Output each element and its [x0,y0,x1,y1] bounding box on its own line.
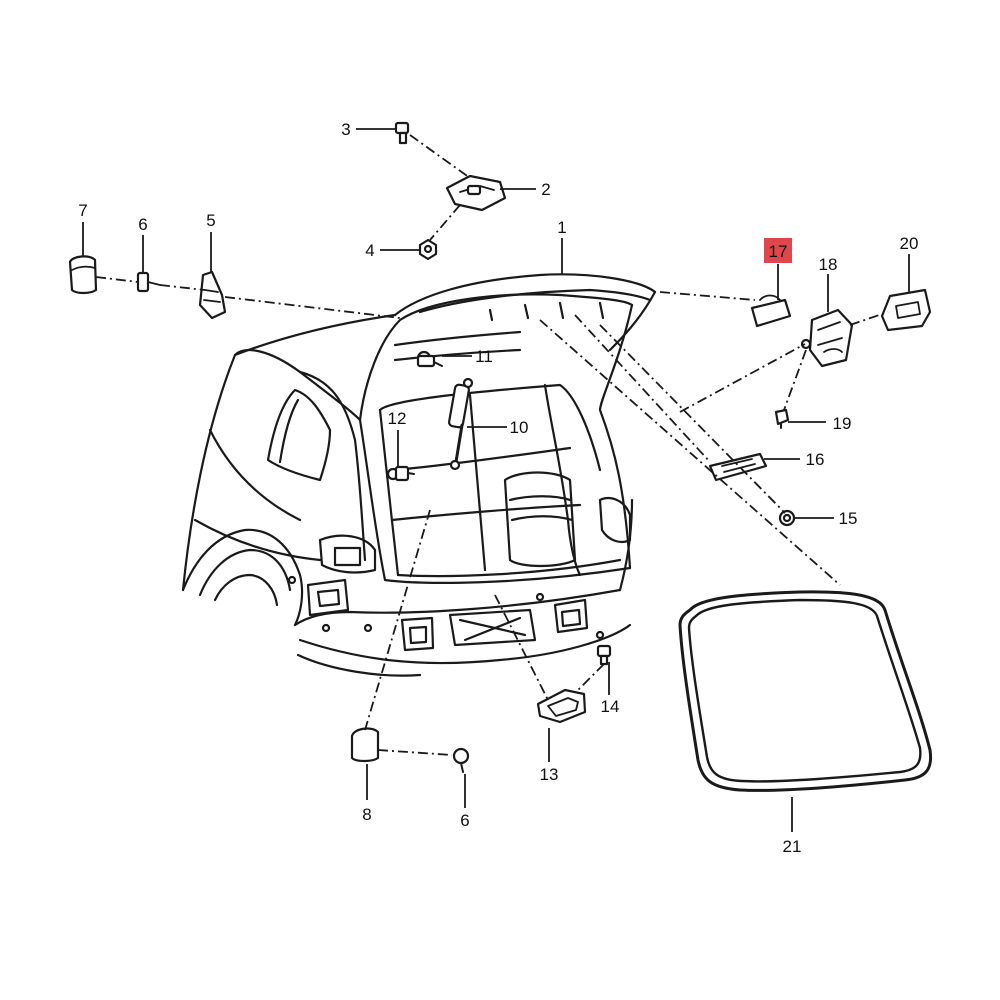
callout-20: 20 [900,234,919,253]
callout-17: 17 [769,242,788,261]
callout-5: 5 [206,211,215,230]
part-7-buffer [68,255,98,295]
callout-13: 13 [540,765,559,784]
callout-14: 14 [601,697,620,716]
callout-3: 3 [341,120,350,139]
callout-8: 8 [362,805,371,824]
part-19-screw [774,408,790,429]
part-6-screw-bottom [452,747,470,773]
callout-12: 12 [388,409,407,428]
callout-1: 1 [557,218,566,237]
part-3-bolt [394,121,410,145]
callout-11: 11 [475,347,493,366]
callout-6b: 6 [460,811,469,830]
gas-strut [447,377,474,471]
callout-4: 4 [365,241,374,260]
callout-2: 2 [541,180,550,199]
part-5-clip [198,270,227,320]
part-17-release-switch [750,294,792,328]
callout-21: 21 [783,837,802,856]
part-13-striker [536,688,587,724]
part-15-nut [778,509,796,527]
vehicle-rear-body [181,273,657,677]
part-6-screw-top [136,271,161,293]
part-16-handle [708,452,768,482]
part-2-hinge [445,174,507,212]
part-8-buffer [350,727,380,763]
leader-lines [82,128,910,832]
callout-7: 7 [78,201,87,220]
callout-6a: 6 [138,215,147,234]
callout-19: 19 [833,414,852,433]
part-11-ball-stud [416,350,443,368]
connection-lines [95,134,889,756]
callout-17-highlight [764,238,792,263]
callout-15: 15 [839,509,858,528]
part-18-lock [800,308,854,368]
callout-18: 18 [819,255,838,274]
part-4-nut [418,238,438,261]
part-14-screw [596,644,612,666]
callout-10: 10 [510,418,529,437]
part-12-ball-stud [386,465,415,482]
part-20-cover [880,288,932,332]
callout-16: 16 [806,450,825,469]
part-21-seal [678,590,933,792]
